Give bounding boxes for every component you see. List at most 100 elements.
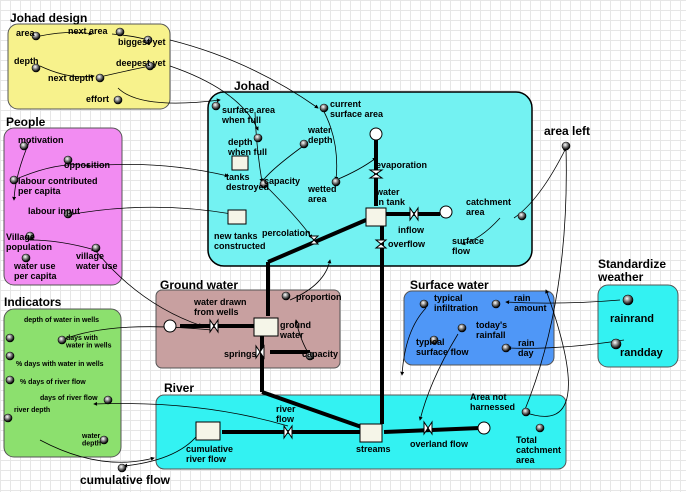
gw-capacity-var: capacity: [302, 349, 338, 359]
people-title: People: [6, 115, 46, 129]
water-in-tank-stock[interactable]: [365, 207, 387, 227]
days-river-flow-var: days of river flow: [40, 395, 98, 402]
randday-var: randday: [620, 347, 664, 359]
indicators-sector[interactable]: [3, 308, 122, 458]
motivation-var: motivation: [18, 135, 64, 145]
converter-circles: [3, 27, 634, 473]
label-line: in tank: [376, 197, 406, 207]
area-var: area: [16, 28, 36, 38]
label-line: when full: [221, 115, 261, 125]
cumulative-river-flow-stock[interactable]: [195, 421, 221, 441]
label-line: depth: [82, 441, 101, 448]
cumulative-flow-label: cumulative flow: [80, 473, 171, 487]
pct-days-river-flow-var: % days of river flow: [20, 379, 86, 386]
label-line: catchment: [516, 445, 561, 455]
label-line: harnessed: [470, 402, 515, 412]
label-line: per capita: [18, 186, 62, 196]
biggest-yet-var: biggest yet: [118, 37, 166, 47]
surface-water-sector[interactable]: [403, 290, 555, 366]
evaporation-var: evaporation: [376, 160, 427, 170]
streams-stock[interactable]: [359, 423, 383, 443]
weather-title-line: Standardize: [598, 257, 666, 271]
proportion-var: proportion: [296, 292, 342, 302]
tanks-destroyed-stock[interactable]: [231, 155, 249, 171]
johad-design-title: Johad design: [10, 11, 87, 25]
label-line: water: [279, 330, 304, 340]
next-area-var: next area: [68, 26, 109, 36]
johad-sector[interactable]: [207, 91, 533, 267]
label-line: depth: [308, 135, 333, 145]
label-line: population: [6, 242, 52, 252]
label-line: surface flow: [416, 347, 470, 357]
overland-flow-var: overland flow: [410, 439, 469, 449]
label-line: area: [516, 455, 536, 465]
label-line: flow: [276, 414, 295, 424]
label-line: area: [308, 194, 328, 204]
streams-var: streams: [356, 444, 391, 454]
opposition-var: opposition: [64, 160, 110, 170]
label-line: flow: [452, 246, 471, 256]
label-line: weather: [597, 270, 644, 284]
pct-days-water-wells-var: % days with water in wells: [16, 361, 104, 368]
johad-design-vars: area next area biggest yet depth deepest…: [14, 26, 166, 104]
capacity-var: capacity: [264, 176, 300, 186]
label-line: when full: [227, 147, 267, 157]
label-line: water in wells: [65, 343, 112, 350]
percolation-var: percolation: [262, 228, 311, 238]
depth-in-wells-var: depth of water in wells: [24, 317, 99, 324]
people-vars: motivation opposition labour contributed…: [6, 135, 118, 281]
river-depth-var: river depth: [14, 407, 50, 414]
label-line: rainfall: [476, 330, 506, 340]
ground-water-stock[interactable]: [253, 317, 279, 337]
label-line: water use: [75, 261, 118, 271]
ground-water-title: Ground water: [160, 278, 238, 292]
overflow-var: overflow: [388, 239, 426, 249]
deepest-yet-var: deepest yet: [116, 58, 166, 68]
weather-vars: rainrand randday: [610, 313, 664, 359]
label-line: infiltration: [434, 303, 478, 313]
depth-var: depth: [14, 56, 39, 66]
label-line: from wells: [194, 307, 239, 317]
labour-input-var: labour input: [28, 206, 80, 216]
inflow-var: inflow: [398, 225, 425, 235]
area-left-label: area left: [544, 124, 590, 138]
johad-design-sector[interactable]: [7, 23, 171, 110]
johad-title: Johad: [234, 79, 269, 93]
new-tanks-constructed-stock[interactable]: [227, 209, 247, 225]
surface-water-title: Surface water: [410, 278, 489, 292]
cloud-icons: [163, 127, 491, 435]
ground-water-sector[interactable]: [155, 289, 341, 369]
label-line: constructed: [214, 241, 266, 251]
connector-links: [12, 31, 625, 468]
label-line: amount: [514, 303, 547, 313]
next-depth-var: next depth: [48, 73, 94, 83]
flow-valves: [209, 169, 433, 440]
